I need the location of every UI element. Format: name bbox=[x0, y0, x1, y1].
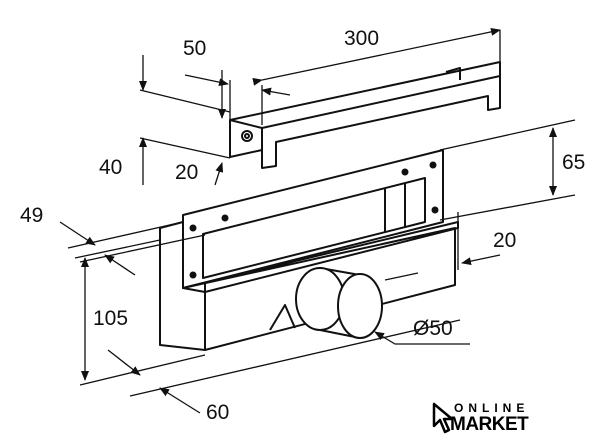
logo-line-1: ONLINE bbox=[454, 401, 530, 415]
dimension-width-60: 60 bbox=[206, 401, 230, 424]
dimension-height-40: 40 bbox=[99, 156, 123, 179]
logo-line-2: MARKET bbox=[450, 414, 529, 435]
dimension-lines bbox=[59, 27, 576, 414]
outlet-pipe bbox=[295, 267, 383, 339]
top-bracket bbox=[229, 61, 501, 169]
dimension-49: 49 bbox=[20, 204, 44, 227]
dimension-height-65: 65 bbox=[562, 151, 586, 174]
cursor-icon bbox=[432, 402, 454, 434]
dimension-width-50: 50 bbox=[183, 37, 207, 60]
dimension-length-300: 300 bbox=[344, 27, 380, 50]
online-market-logo: ONLINE MARKET bbox=[432, 400, 542, 440]
dimension-20-top: 20 bbox=[175, 161, 199, 184]
dimension-20-right: 20 bbox=[493, 229, 517, 252]
dimension-height-105: 105 bbox=[93, 307, 129, 330]
dimension-pipe-diameter: Ø50 bbox=[413, 317, 453, 340]
